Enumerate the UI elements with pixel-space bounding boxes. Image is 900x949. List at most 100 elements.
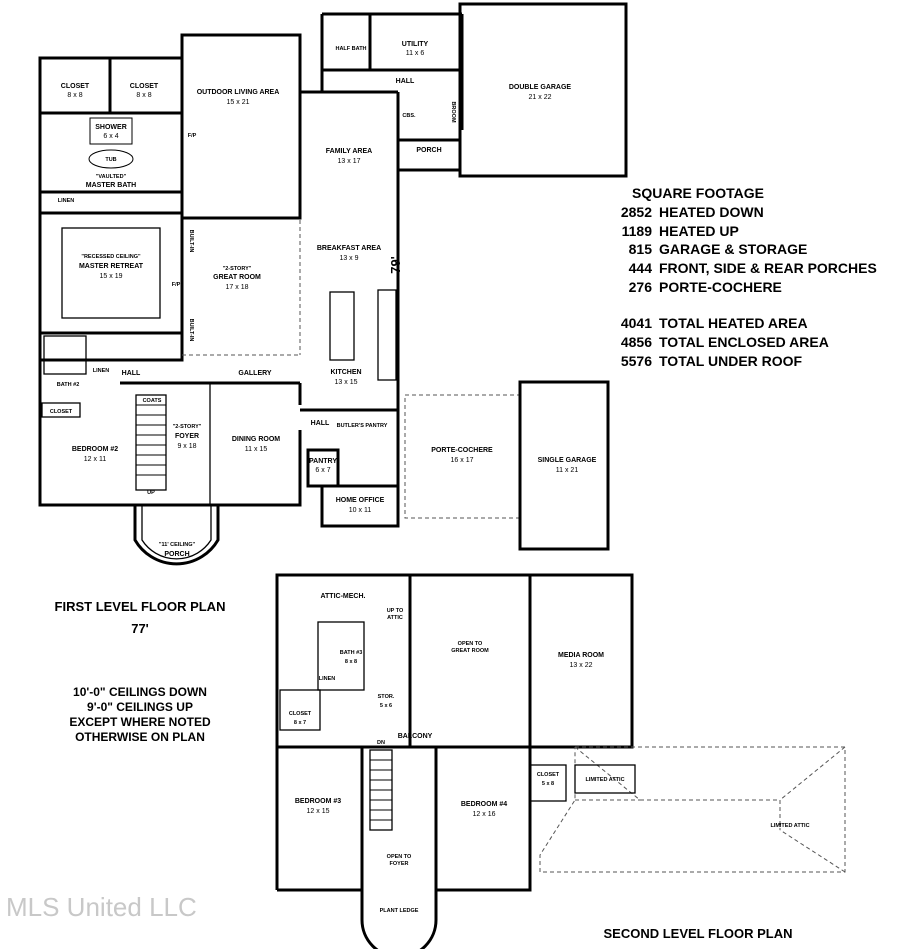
room-bath-3: BATH #3 (340, 650, 363, 656)
room-master-retreat: MASTER RETREAT (79, 263, 144, 270)
ceiling-note-3: EXCEPT WHERE NOTED (69, 715, 211, 729)
room-hall-3: HALL (311, 420, 330, 427)
room-half-bath: HALF BATH (335, 46, 366, 52)
room-family-area: FAMILY AREA (326, 148, 372, 155)
sqft-total-label: TOTAL HEATED AREA (659, 315, 808, 331)
sqft-total-label: TOTAL ENCLOSED AREA (659, 334, 829, 350)
room-closet-3: CLOSET (50, 409, 73, 415)
label-up-to-attic-2: ATTIC (387, 615, 403, 621)
room-foyer-size: 9 x 18 (177, 443, 196, 450)
second-floor-walls (275, 573, 846, 949)
room-bath-3-size: 8 x 8 (345, 659, 357, 665)
sqft-label: HEATED DOWN (659, 204, 764, 220)
first-floor-walls (38, 2, 628, 566)
room-foyer: FOYER (175, 433, 199, 440)
room-kitchen-size: 13 x 15 (335, 379, 358, 386)
note-2-story-great-room: "2-STORY" (223, 266, 252, 272)
label-open-great-room-1: OPEN TO (458, 641, 483, 647)
sqft-total-label: TOTAL UNDER ROOF (659, 353, 803, 369)
room-shower-size: 6 x 4 (103, 133, 118, 140)
sqft-label: PORTE-COCHERE (659, 279, 782, 295)
label-up: UP (147, 490, 155, 496)
room-hall-2: HALL (122, 370, 141, 377)
note-recessed-ceiling: "RECESSED CEILING" (81, 254, 141, 260)
room-closet-5-size: 5 x 8 (542, 781, 554, 787)
fixture-tub: TUB (105, 157, 116, 163)
sqft-value: 1189 (622, 223, 653, 239)
first-floor-labels: CLOSET 8 x 8 CLOSET 8 x 8 SHOWER 6 x 4 T… (50, 41, 597, 558)
depth-dimension: 79' (388, 256, 403, 274)
room-porch-2: PORCH (164, 551, 189, 558)
room-home-office-size: 10 x 11 (349, 507, 372, 514)
sqft-value: 815 (629, 241, 653, 257)
label-built-in-1: BUILT-IN (188, 230, 194, 253)
second-level-title: SECOND LEVEL FLOOR PLAN (604, 926, 793, 941)
sqft-total-value: 5576 (621, 353, 652, 369)
room-dining-room: DINING ROOM (232, 436, 280, 443)
note-2-story-foyer: "2-STORY" (173, 424, 202, 430)
room-double-garage: DOUBLE GARAGE (509, 84, 572, 91)
room-porte-cochere: PORTE-COCHERE (431, 447, 493, 454)
label-built-in-2: BUILT-IN (188, 319, 194, 342)
room-great-room: GREAT ROOM (213, 274, 261, 281)
room-single-garage: SINGLE GARAGE (538, 457, 597, 464)
sqft-title: SQUARE FOOTAGE (632, 185, 764, 201)
room-broom: BROOM (450, 101, 456, 123)
room-pantry-size: 6 x 7 (315, 467, 330, 474)
second-floor-labels: ATTIC-MECH. UP TO ATTIC BATH #3 8 x 8 LI… (289, 593, 810, 914)
sqft-total-value: 4856 (621, 334, 652, 350)
room-bedroom-4-size: 12 x 16 (473, 811, 496, 818)
room-closet-2: CLOSET (130, 83, 159, 90)
room-closet-1: CLOSET (61, 83, 90, 90)
width-dimension: 77' (131, 621, 149, 636)
label-open-great-room-2: GREAT ROOM (451, 648, 489, 654)
room-hall-1: HALL (396, 78, 415, 85)
room-cbs: CBS. (402, 113, 416, 119)
room-bath-2: BATH #2 (57, 382, 80, 388)
room-outdoor-living: OUTDOOR LIVING AREA (197, 89, 280, 96)
square-footage-table: SQUARE FOOTAGE 2852 HEATED DOWN 1189 HEA… (621, 185, 877, 369)
room-media-room-size: 13 x 22 (570, 662, 593, 669)
label-dn: DN (377, 740, 385, 746)
ceiling-note-2: 9'-0" CEILINGS UP (87, 700, 193, 714)
room-stor-size: 5 x 6 (380, 703, 392, 709)
room-single-garage-size: 11 x 21 (556, 467, 579, 474)
room-utility-size: 11 x 6 (406, 50, 425, 57)
room-gallery: GALLERY (238, 370, 272, 377)
room-closet-1-size: 8 x 8 (67, 92, 82, 99)
room-bedroom-3: BEDROOM #3 (295, 798, 341, 805)
label-open-foyer-1: OPEN TO (387, 854, 412, 860)
room-breakfast-area-size: 13 x 9 (339, 255, 358, 262)
room-closet-4-size: 8 x 7 (294, 720, 306, 726)
room-butlers-pantry: BUTLER'S PANTRY (337, 423, 388, 429)
room-master-bath: MASTER BATH (86, 182, 136, 189)
sqft-label: HEATED UP (659, 223, 739, 239)
room-dining-room-size: 11 x 15 (245, 446, 268, 453)
room-shower: SHOWER (95, 124, 127, 131)
first-level-title: FIRST LEVEL FLOOR PLAN (55, 599, 226, 614)
sqft-value: 2852 (621, 204, 652, 220)
room-bedroom-3-size: 12 x 15 (307, 808, 330, 815)
room-limited-attic-1: LIMITED ATTIC (585, 777, 624, 783)
note-vaulted: "VAULTED" (96, 174, 127, 180)
sqft-label: FRONT, SIDE & REAR PORCHES (659, 260, 877, 276)
room-balcony: BALCONY (398, 733, 433, 740)
label-up-to-attic-1: UP TO (387, 608, 404, 614)
ceiling-note-4: OTHERWISE ON PLAN (75, 730, 205, 744)
room-bedroom-2-size: 12 x 11 (84, 456, 107, 463)
room-stor: STOR. (378, 694, 395, 700)
sqft-total-value: 4041 (621, 315, 652, 331)
room-bedroom-4: BEDROOM #4 (461, 801, 507, 808)
room-closet-5: CLOSET (537, 772, 560, 778)
room-master-retreat-size: 15 x 19 (100, 273, 123, 280)
sqft-value: 276 (629, 279, 653, 295)
label-open-foyer-2: FOYER (390, 861, 409, 867)
room-limited-attic-2: LIMITED ATTIC (770, 823, 809, 829)
room-porte-cochere-size: 16 x 17 (451, 457, 474, 464)
room-attic-mech: ATTIC-MECH. (321, 593, 366, 600)
room-kitchen: KITCHEN (330, 369, 361, 376)
label-plant-ledge: PLANT LEDGE (380, 908, 419, 914)
ceiling-note-1: 10'-0" CEILINGS DOWN (73, 685, 207, 699)
room-double-garage-size: 21 x 22 (529, 94, 552, 101)
